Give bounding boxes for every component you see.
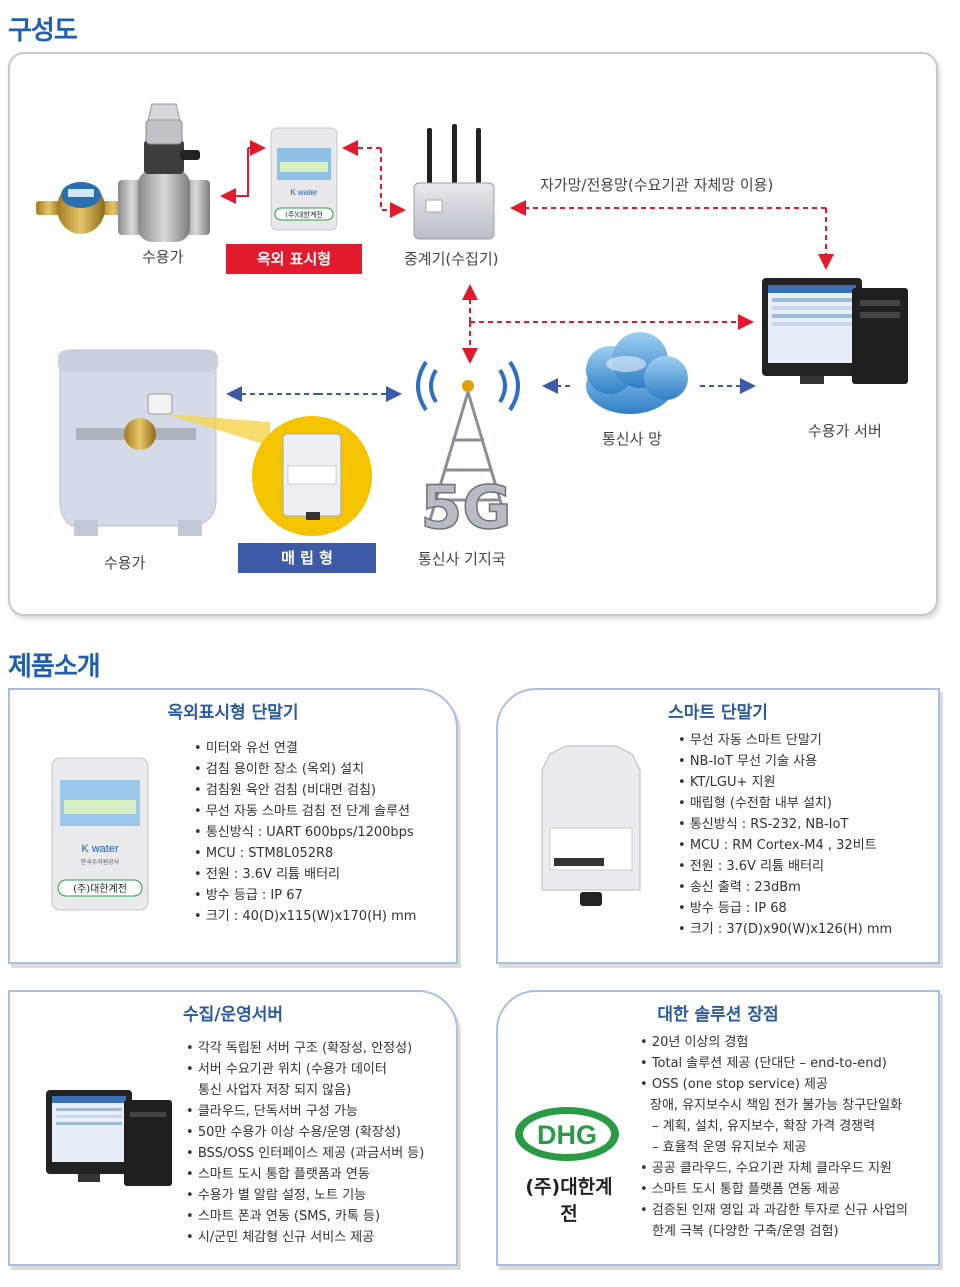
list-item: 무선 자동 스마트 단말기 (678, 730, 892, 751)
buried-type-tag: 매 립 형 (238, 543, 376, 573)
list-item: 통신 사업자 저장 되지 않음) (198, 1083, 352, 1098)
repeater-collector-icon (413, 124, 495, 240)
list-item: 스마트 폰과 연동 (SMS, 카톡 등) (186, 1206, 424, 1227)
buried-device-callout (166, 414, 372, 536)
list-item: NB-IoT 무선 기술 사용 (678, 751, 892, 772)
list-item: 검증된 인재 영입 과 과감한 투자로 신규 사업의 (640, 1200, 908, 1221)
svg-text:(주)대한계전: (주)대한계전 (73, 883, 127, 895)
5g-label: 5G (421, 473, 512, 543)
dhg-logo: DHG (515, 1107, 619, 1161)
list-item: 공공 클라우드, 수요기관 자체 클라우드 지원 (640, 1158, 908, 1179)
list-item: 검침 용이한 장소 (옥외) 설치 (194, 759, 416, 780)
list-item: 수용가 별 알람 설정, 노트 기능 (186, 1185, 424, 1206)
smart-terminal-title: 스마트 단말기 (668, 703, 768, 723)
list-item: 통신방식 : UART 600bps/1200bps (194, 822, 416, 843)
list-item: OSS (one stop service) 제공 (640, 1074, 908, 1095)
cloud-icon (586, 332, 688, 414)
list-item: 검침원 육안 검침 (비대면 검침) (194, 780, 416, 801)
list-item: 송신 출력 : 23dBm (678, 877, 892, 898)
base-station-label: 통신사 기지국 (418, 550, 506, 568)
svg-text:한국수자원공사: 한국수자원공사 (81, 858, 120, 866)
svg-text:DHG: DHG (537, 1120, 597, 1150)
list-item: BSS/OSS 인터페이스 제공 (과금서버 등) (186, 1143, 425, 1164)
svg-text:K water: K water (290, 188, 317, 197)
server-card-title: 수집/운영서버 (182, 1005, 284, 1025)
server-card: 수집/운영서버 각각 독립된 서버 구조 (확장성, 안정성) 서버 수요기관 … (8, 990, 458, 1266)
list-item: 크기 : 37(D)x90(W)x126(H) mm (678, 919, 892, 940)
list-item: 방수 등급 : IP 67 (194, 885, 416, 906)
5g-tower-icon: 5G (416, 360, 520, 544)
outdoor-terminal-title: 옥외표시형 단말기 (167, 703, 299, 723)
repeater-label: 중계기(수집기) (404, 250, 499, 268)
list-item: 서버 수요기관 위치 (수용가 데이터 (186, 1059, 424, 1080)
list-item: 방수 등급 : IP 68 (678, 898, 892, 919)
products-section-title: 제품소개 (8, 652, 101, 682)
outdoor-device-image: K water 한국수자원공사 (주)대한계전 (51, 757, 149, 911)
small-water-meter-icon (36, 182, 126, 234)
smart-device-image (541, 745, 641, 906)
diagram-section-title: 구성도 (8, 16, 78, 46)
list-item: 스마트 도시 통합 플랫폼 연동 제공 (640, 1179, 908, 1200)
network-note-label: 자가망/전용망(수요기관 자체망 이용) (540, 176, 774, 194)
connection-lines (220, 140, 834, 402)
telecom-network-label: 통신사 망 (602, 430, 662, 448)
list-item: 20년 이상의 경험 (640, 1032, 908, 1053)
list-item: 각각 독립된 서버 구조 (확장성, 안정성) (186, 1038, 424, 1059)
server-label: 수용가 서버 (808, 422, 882, 440)
list-item: – 효율적 운영 유지보수 제공 (652, 1140, 807, 1155)
list-item: 무선 자동 스마트 검침 전 단계 솔루션 (194, 801, 416, 822)
server-pc-image (46, 1090, 172, 1186)
consumer-server-pc-icon (762, 278, 908, 384)
meter-box-icon (58, 349, 218, 536)
list-item: 50만 수용가 이상 수용/운영 (확장성) (186, 1122, 424, 1143)
consumer-label-top: 수용가 (142, 248, 184, 266)
solution-card: 대한 솔루션 장점 DHG (주)대한계전 20년 이상의 경험 Total 솔… (496, 990, 940, 1266)
solution-features: 20년 이상의 경험 Total 솔루션 제공 (단대단 – end-to-en… (640, 1032, 908, 1242)
list-item: 한계 극복 (다양한 구축/운영 검험) (652, 1224, 839, 1239)
consumer-label-bottom: 수용가 (104, 554, 146, 572)
outdoor-terminal-specs: 미터와 유선 연결 검침 용이한 장소 (옥외) 설치 검침원 육안 검침 (비… (194, 738, 417, 927)
outdoor-terminal-card: 옥외표시형 단말기 K water 한국수자원공사 (주)대한계전 미터와 유선… (8, 688, 458, 964)
list-item: 크기 : 40(D)x115(W)x170(H) mm (194, 906, 417, 927)
list-item: – 계획, 설치, 유지보수, 확장 가격 경쟁력 (652, 1119, 876, 1134)
svg-text:(주)대한계전: (주)대한계전 (285, 210, 323, 219)
list-item: 전원 : 3.6V 리튬 배터리 (194, 864, 416, 885)
large-water-meter-icon (118, 103, 210, 242)
list-item: MCU : RM Cortex-M4 , 32비트 (678, 835, 892, 856)
list-item: KT/LGU+ 지원 (678, 772, 892, 793)
list-item: Total 솔루션 제공 (단대단 – end-to-end) (640, 1053, 908, 1074)
list-item: MCU : STM8L052R8 (194, 843, 416, 864)
list-item: 스마트 도시 통합 플랫폼과 연동 (186, 1164, 424, 1185)
svg-text:K water: K water (81, 843, 119, 855)
list-item: 전원 : 3.6V 리튬 배터리 (678, 856, 892, 877)
outdoor-display-device-icon: K water (주)대한계전 (270, 127, 338, 231)
smart-terminal-specs: 무선 자동 스마트 단말기 NB-IoT 무선 기술 사용 KT/LGU+ 지원… (678, 730, 892, 940)
list-item: 통신방식 : RS-232, NB-IoT (678, 814, 892, 835)
list-item: 미터와 유선 연결 (194, 738, 416, 759)
list-item: 클라우드, 단독서버 구성 가능 (186, 1101, 424, 1122)
list-item: 매립형 (수전함 내부 설치) (678, 793, 892, 814)
diagram-artwork: K water (주)대한계전 (36, 103, 908, 544)
server-features: 각각 독립된 서버 구조 (확장성, 안정성) 서버 수요기관 위치 (수용가 … (186, 1038, 425, 1248)
list-item: 시/군민 체감형 신규 서비스 제공 (186, 1227, 424, 1248)
smart-terminal-card: 스마트 단말기 무선 자동 스마트 단말기 NB-IoT 무선 기술 사용 KT… (496, 688, 940, 964)
company-name: (주)대한계전 (525, 1176, 613, 1225)
solution-card-title: 대한 솔루션 장점 (657, 1005, 779, 1025)
outdoor-display-tag: 옥외 표시형 (226, 244, 362, 274)
list-item: 장애, 유지보수시 책임 전가 불가능 창구단일화 (650, 1098, 903, 1113)
